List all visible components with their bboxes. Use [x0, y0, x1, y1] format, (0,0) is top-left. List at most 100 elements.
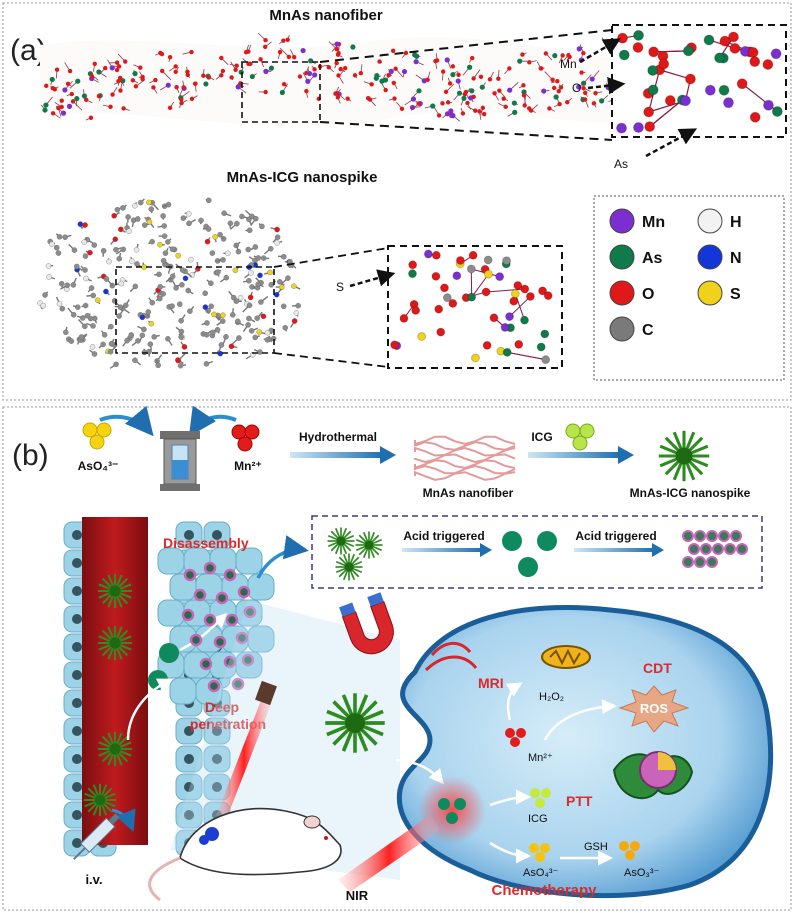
nir-beam-cell [338, 815, 440, 892]
legend-swatch-n [697, 244, 723, 270]
nanospike-icon [657, 429, 711, 483]
aso4-cell-label: AsO₄³⁻ [523, 867, 559, 879]
legend-label-mn: Mn [642, 214, 665, 231]
aso4-label: AsO₄³⁻ [78, 459, 119, 473]
spike-2 [354, 530, 384, 560]
mri-label: MRI [478, 675, 504, 691]
nanofiber-zoom-box [241, 61, 321, 123]
magnet-icon [339, 592, 394, 655]
nir-beam-mouse [216, 698, 272, 820]
nanofiber-icon [414, 435, 516, 481]
organelle-icon [612, 751, 694, 800]
legend-label-s: S [730, 286, 741, 303]
h2o2-label: H₂O₂ [539, 691, 564, 703]
nanofiber-zoom-atoms [616, 29, 783, 134]
chemo-arrow [489, 841, 531, 864]
nanofiber-title: MnAs nanofiber [269, 7, 382, 24]
vessel-spike-1 [96, 572, 134, 610]
legend-swatch-h [697, 208, 723, 234]
disassembled-particles [181, 561, 257, 693]
magnetic-field-line-1 [430, 641, 472, 657]
disassembly-arrow [256, 535, 309, 579]
nanospike-zoom-atoms [390, 249, 553, 365]
icg-cell-particles [530, 788, 551, 808]
extravasation-arrow [126, 678, 173, 741]
icg-arrow-head [618, 446, 634, 464]
callout-as: As [614, 157, 628, 171]
legend-swatch-mn [609, 208, 635, 234]
chemotherapy-label: Chemotherapy [491, 882, 597, 899]
cdt-arrow [543, 699, 617, 741]
ptt-arrow [489, 789, 531, 807]
nanospike-molecule [37, 197, 301, 369]
disassembly-label: Disassembly [163, 535, 249, 551]
vessel-particle-1 [159, 643, 179, 663]
aso4-cell-particles [529, 843, 550, 862]
spike-3 [334, 552, 364, 582]
hydrothermal-label: Hydrothermal [299, 430, 377, 444]
callout-s: S [336, 280, 344, 294]
penetration-label: penetration [190, 716, 266, 732]
mri-arrow [505, 682, 523, 721]
ros-burst [618, 685, 690, 733]
zoom-line-bottom [319, 121, 613, 141]
nanofiber-zoom-inset [611, 24, 787, 138]
nir-particle-2 [454, 798, 466, 810]
legend-swatch-c [609, 316, 635, 342]
cdt-label: CDT [643, 660, 672, 676]
legend-label-as: As [642, 250, 663, 267]
aso3-cell-particles [619, 841, 640, 860]
magnetic-field-line-2 [424, 655, 478, 672]
mn2-label: Mn²⁺ [234, 459, 262, 473]
nanospike-label: MnAs-ICG nanospike [630, 486, 751, 500]
icg-label-top: ICG [531, 430, 552, 444]
nanofiber-label: MnAs nanofiber [423, 486, 514, 500]
syringe-icon [73, 813, 120, 860]
aso4-arrow [99, 405, 154, 437]
legend-swatch-o [609, 280, 635, 306]
mn2-particles [231, 424, 260, 452]
nir-label: NIR [346, 888, 369, 903]
hydrothermal-arrow-head [380, 446, 396, 464]
nir-particle-1 [438, 798, 450, 810]
legend-label-o: O [642, 286, 654, 303]
zoom2-line-top [273, 247, 389, 268]
acid-arrow-2 [574, 548, 654, 552]
blood-vessel [82, 517, 148, 845]
mouse-icon [148, 807, 342, 902]
mitochondria-icon [541, 645, 591, 669]
ptt-label: PTT [566, 793, 593, 809]
acid-arrow-1 [402, 548, 482, 552]
zoom2-line-bottom [273, 352, 389, 368]
penetration-arrow [179, 612, 228, 652]
hydrothermal-arrow-shaft [290, 452, 382, 458]
nanospike-zoom-box [115, 266, 275, 354]
legend-label-c: C [642, 322, 654, 339]
icg-particles [565, 423, 595, 451]
legend-label-h: H [730, 214, 742, 231]
callout-o: O [572, 81, 581, 95]
gsh-label: GSH [584, 841, 608, 853]
mn2-arrow [188, 405, 237, 437]
acid-triggered-label-1: Acid triggered [403, 529, 484, 543]
legend-swatch-as [609, 244, 635, 270]
tumor-cell [396, 605, 773, 899]
acid-arrow-2-head [652, 543, 664, 557]
panel-b-label: (b) [12, 439, 49, 472]
laser-head [255, 680, 277, 706]
callout-o-arrow [587, 76, 626, 95]
mn2-cell-label: Mn²⁺ [528, 752, 553, 764]
icg-arrow-shaft [528, 452, 620, 458]
aso4-particles [82, 422, 112, 450]
vessel-spike-2 [96, 624, 134, 662]
iv-label: i.v. [85, 872, 102, 887]
icg-cell-label: ICG [528, 813, 548, 825]
nir-particle-3 [446, 812, 458, 824]
disassembly-process-box [311, 515, 763, 589]
mn2-cell-particles [505, 728, 526, 747]
deep-label: Deep [205, 699, 239, 715]
injection-arrow [111, 808, 136, 832]
injection-nanospike [82, 782, 118, 818]
spike-1 [326, 526, 356, 556]
